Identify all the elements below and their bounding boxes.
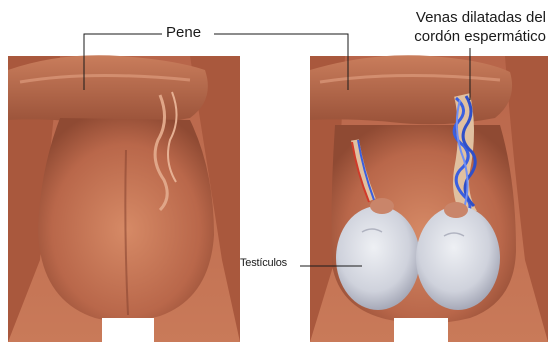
left-panel-normal [8,55,240,346]
testicles-label: Testículos [240,257,287,269]
penis-label: Pene [166,24,201,41]
veins-label: Venas dilatadas del cordón espermático [372,8,546,46]
right-panel-varicocele [310,55,548,346]
veins-label-line2: cordón espermático [372,27,546,46]
veins-label-line1: Venas dilatadas del [372,8,546,27]
